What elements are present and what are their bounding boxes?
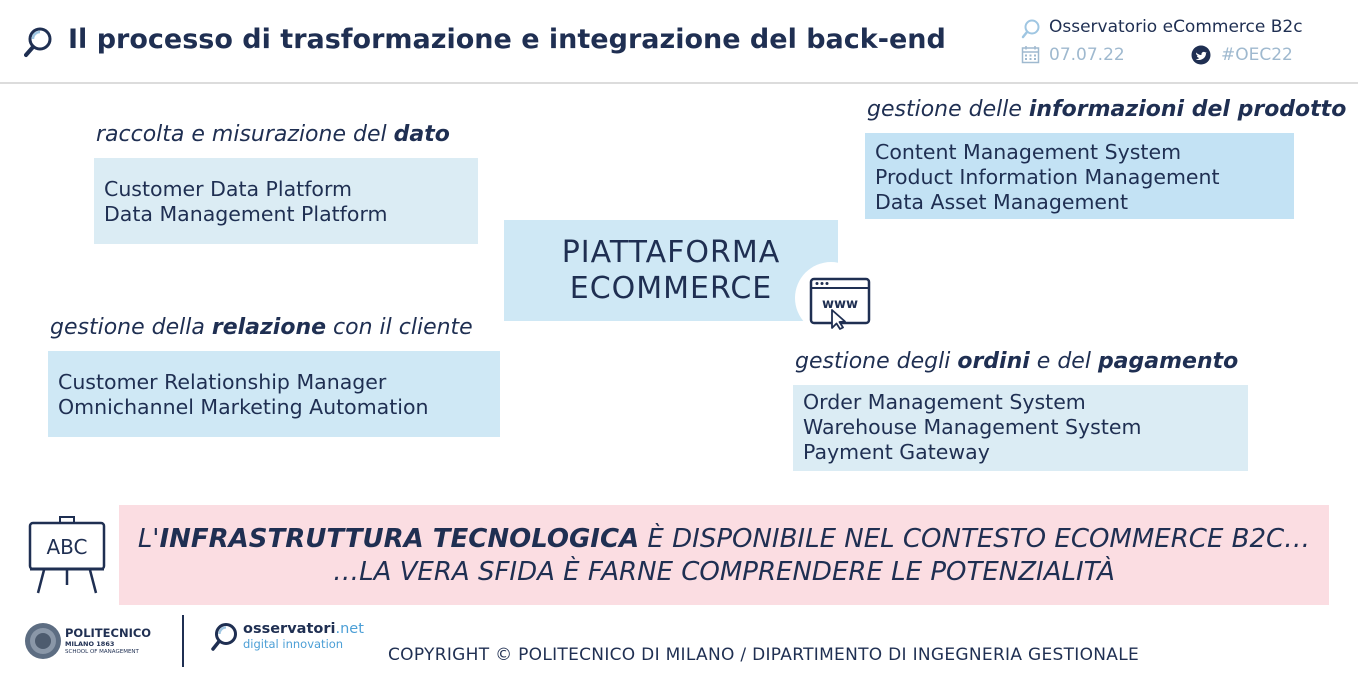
- browser-www-text: www: [822, 297, 858, 312]
- orders-block-title: gestione degli ordini e del pagamento: [795, 349, 1239, 374]
- osservatori-wordmark: osservatori.net: [243, 621, 364, 637]
- osservatori-logo-icon: [211, 623, 237, 651]
- twitter-icon: [1191, 45, 1211, 65]
- orders-item: Order Management System: [803, 390, 1086, 414]
- browser-www-icon: www: [809, 277, 871, 330]
- product-block-box: Content Management System Product Inform…: [865, 133, 1294, 219]
- data-block-title: raccolta e misurazione del dato: [96, 122, 450, 147]
- relation-item: Omnichannel Marketing Automation: [58, 395, 429, 419]
- orders-item: Warehouse Management System: [803, 415, 1142, 439]
- event-date: 07.07.22: [1049, 45, 1125, 65]
- osservatori-tagline: digital innovation: [243, 637, 344, 651]
- copyright: COPYRIGHT © POLITECNICO DI MILANO / DIPA…: [388, 645, 1140, 665]
- magnifier-logo-icon: [24, 27, 52, 57]
- abc-board-text: ABC: [46, 535, 87, 559]
- page-title: Il processo di trasformazione e integraz…: [68, 24, 946, 55]
- orders-block-box: Order Management System Warehouse Manage…: [793, 385, 1248, 471]
- abc-board-icon: ABC: [28, 516, 106, 594]
- product-block-title: gestione delle informazioni del prodotto: [867, 97, 1347, 122]
- product-item: Content Management System: [875, 140, 1182, 164]
- data-item: Customer Data Platform: [104, 177, 353, 201]
- hashtag: #OEC22: [1221, 45, 1293, 65]
- relation-block-box: Customer Relationship Manager Omnichanne…: [48, 351, 500, 437]
- orders-item: Payment Gateway: [803, 440, 990, 464]
- footer-logo-divider: [182, 615, 184, 667]
- product-item: Product Information Management: [875, 165, 1220, 189]
- polimi-sub2: SCHOOL OF MANAGEMENT: [65, 649, 139, 655]
- product-item: Data Asset Management: [875, 190, 1129, 214]
- banner-line2: …LA VERA SFIDA È FARNE COMPRENDERE LE PO…: [333, 557, 1115, 587]
- header-divider: [0, 82, 1358, 84]
- data-item: Data Management Platform: [104, 202, 388, 226]
- relation-item: Customer Relationship Manager: [58, 370, 387, 394]
- polimi-name: POLITECNICO: [65, 626, 152, 640]
- observatory-icon: [1021, 19, 1040, 39]
- polimi-sub1: MILANO 1863: [65, 640, 115, 648]
- platform-label-line2: ECOMMERCE: [569, 271, 773, 306]
- ecommerce-platform-box: PIATTAFORMA ECOMMERCE: [504, 220, 838, 321]
- polimi-seal-icon: [25, 623, 61, 659]
- platform-label-line1: PIATTAFORMA: [561, 235, 781, 270]
- relation-block-title: gestione della relazione con il cliente: [50, 315, 473, 340]
- data-block-box: Customer Data Platform Data Management P…: [94, 158, 478, 244]
- key-message-banner: L'INFRASTRUTTURA TECNOLOGICA È DISPONIBI…: [119, 505, 1329, 605]
- observatory-name: Osservatorio eCommerce B2c: [1049, 17, 1303, 37]
- calendar-icon: [1021, 46, 1040, 64]
- banner-line1: L'INFRASTRUTTURA TECNOLOGICA È DISPONIBI…: [137, 524, 1311, 554]
